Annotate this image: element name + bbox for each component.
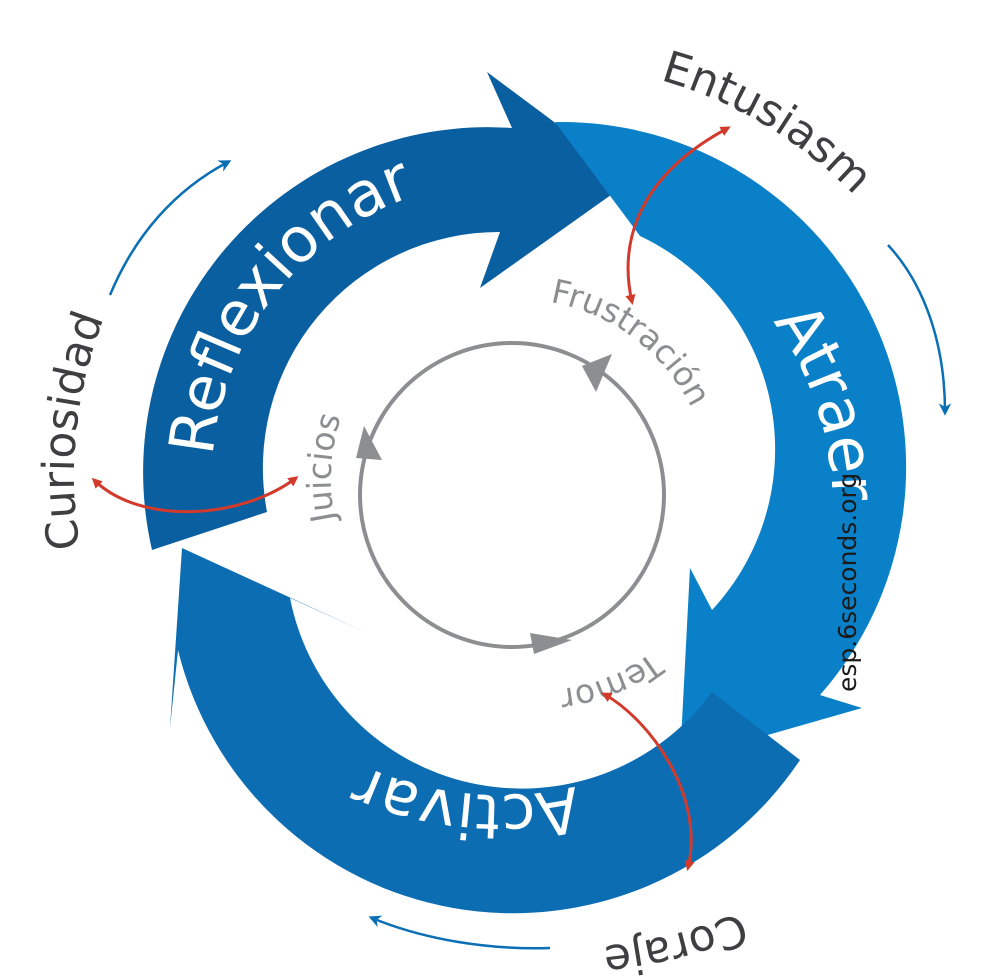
atraer-arrow: [555, 121, 907, 761]
inner-arrowhead-left: [356, 426, 382, 460]
flow-arrows: [108, 160, 952, 950]
coraje-label: Coraje: [601, 902, 754, 979]
inner-arrowhead-bottom: [530, 633, 572, 654]
link-arrow-entusiasmo: [625, 126, 731, 305]
inner-cycle: [356, 341, 666, 654]
source-url: esp.6seconds.org: [833, 473, 862, 692]
flow-arrow-bottom: [368, 915, 551, 950]
link-arrows: [91, 126, 731, 871]
temor-label: Temor: [558, 645, 671, 720]
link-arrow-curiosidad: [91, 476, 299, 514]
reflexionar-arrow: [143, 72, 632, 550]
inner-arrowhead-top-right: [582, 354, 612, 392]
flow-arrow-left: [108, 160, 232, 296]
link-arrow-coraje: [601, 692, 695, 871]
juicios-label: Juicios: [300, 408, 349, 527]
flow-arrow-right: [887, 244, 952, 416]
curiosidad-label: Curiosidad: [34, 305, 114, 554]
frustracion-label: Frustración: [548, 272, 719, 412]
